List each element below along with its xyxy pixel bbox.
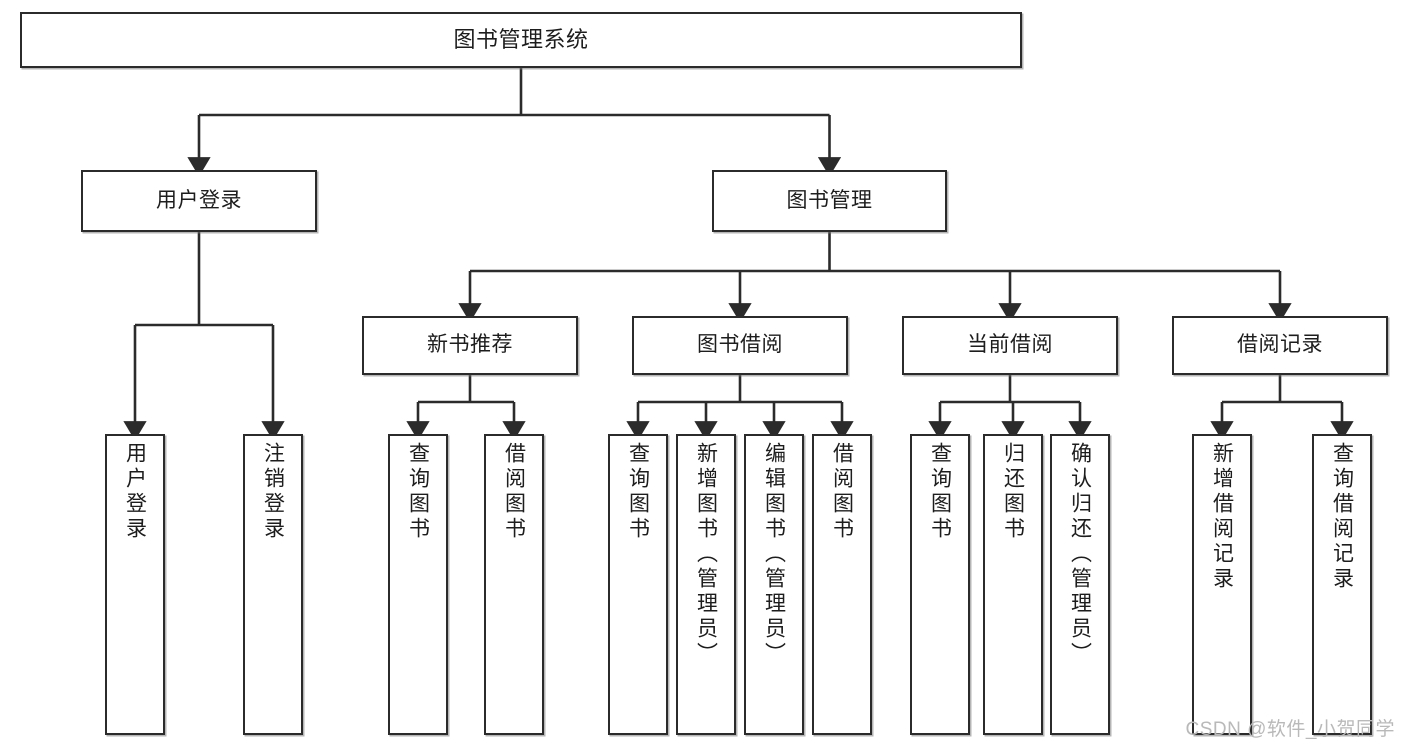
node-leaf-edit-book-admin[interactable]: 编辑图书（管理员）	[744, 434, 804, 735]
node-leaf-confirm-return-admin-label: 确认归还（管理员）	[1068, 442, 1092, 667]
node-leaf-user-logout-label: 注销登录	[261, 442, 285, 542]
node-leaf-add-book-admin-label: 新增图书（管理员）	[694, 442, 718, 667]
node-leaf-rec-borrow-book[interactable]: 借阅图书	[484, 434, 544, 735]
node-leaf-cur-query-book[interactable]: 查询图书	[910, 434, 970, 735]
node-leaf-add-borrow-record-label: 新增借阅记录	[1210, 442, 1234, 592]
node-leaf-borrow-query-book-label: 查询图书	[626, 442, 650, 542]
node-leaf-rec-query-book[interactable]: 查询图书	[388, 434, 448, 735]
node-leaf-edit-book-admin-label: 编辑图书（管理员）	[762, 442, 786, 667]
node-borrow-record-label: 借阅记录	[1237, 333, 1323, 357]
node-new-book-recommend[interactable]: 新书推荐	[362, 316, 578, 375]
node-leaf-borrow-book[interactable]: 借阅图书	[812, 434, 872, 735]
node-book-manage[interactable]: 图书管理	[712, 170, 947, 232]
node-leaf-query-borrow-record-label: 查询借阅记录	[1330, 442, 1354, 592]
node-root[interactable]: 图书管理系统	[20, 12, 1022, 68]
watermark: CSDN @软件_小贺同学	[1185, 719, 1395, 740]
node-leaf-cur-query-book-label: 查询图书	[928, 442, 952, 542]
node-leaf-return-book[interactable]: 归还图书	[983, 434, 1043, 735]
node-current-borrow[interactable]: 当前借阅	[902, 316, 1118, 375]
node-leaf-user-logout[interactable]: 注销登录	[243, 434, 303, 735]
node-leaf-query-borrow-record[interactable]: 查询借阅记录	[1312, 434, 1372, 735]
node-leaf-confirm-return-admin[interactable]: 确认归还（管理员）	[1050, 434, 1110, 735]
node-borrow-record[interactable]: 借阅记录	[1172, 316, 1388, 375]
node-leaf-rec-borrow-book-label: 借阅图书	[502, 442, 526, 542]
node-book-borrow-label: 图书借阅	[697, 333, 783, 357]
node-leaf-add-borrow-record[interactable]: 新增借阅记录	[1192, 434, 1252, 735]
node-user-login-label: 用户登录	[156, 188, 242, 212]
node-leaf-borrow-query-book[interactable]: 查询图书	[608, 434, 668, 735]
node-book-borrow[interactable]: 图书借阅	[632, 316, 848, 375]
node-leaf-rec-query-book-label: 查询图书	[406, 442, 430, 542]
node-leaf-borrow-book-label: 借阅图书	[830, 442, 854, 542]
node-root-label: 图书管理系统	[453, 27, 589, 53]
node-user-login[interactable]: 用户登录	[81, 170, 317, 232]
node-leaf-user-login-label: 用户登录	[123, 442, 147, 542]
node-current-borrow-label: 当前借阅	[967, 333, 1053, 357]
node-book-manage-label: 图书管理	[786, 188, 873, 212]
node-leaf-user-login[interactable]: 用户登录	[105, 434, 165, 735]
node-leaf-add-book-admin[interactable]: 新增图书（管理员）	[676, 434, 736, 735]
node-leaf-return-book-label: 归还图书	[1001, 442, 1025, 542]
node-new-book-recommend-label: 新书推荐	[427, 333, 513, 357]
